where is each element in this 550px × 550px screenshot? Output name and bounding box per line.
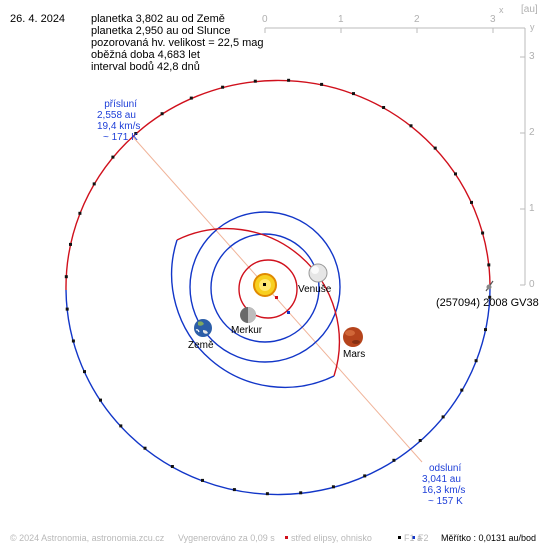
perihelion-speed: 19,4 km/s (97, 121, 141, 132)
mercury-orbit (238, 259, 298, 319)
orbit-point (201, 478, 204, 482)
orbit-point (433, 146, 437, 150)
aphelion-title: odsluní (429, 463, 462, 474)
mars-orbit-red (176, 227, 341, 377)
orbit-point (253, 79, 257, 83)
orbit-point (460, 388, 464, 392)
y-tick-label: 3 (529, 51, 535, 62)
earth-icon (194, 319, 212, 337)
earth-orbit (189, 211, 341, 363)
info-line-magnitude: pozorovaná hv. velikost = 22,5 mag (91, 37, 264, 49)
orbit-point (363, 474, 367, 478)
info-line-period: oběžná doba 4,683 let (91, 49, 200, 61)
orbit-point (170, 465, 174, 468)
orbit-point (299, 491, 303, 495)
asteroid-label: (257094) 2008 GV38 (436, 297, 539, 309)
mercury-label: Merkur (231, 325, 263, 336)
info-line-interval: interval bodů 42,8 dnů (91, 61, 200, 73)
perihelion-distance: 2,558 au (97, 110, 136, 121)
mars-label: Mars (343, 349, 366, 360)
orbit-point (69, 242, 72, 246)
footer-legend-f2: F2 (418, 533, 429, 543)
x-tick-label: 3 (490, 14, 496, 25)
info-line-distance-earth: planetka 3,802 au od Země (91, 13, 225, 25)
date-label: 26. 4. 2024 (10, 13, 66, 25)
legend-red-square (285, 536, 288, 539)
y-tick-label: 0 (529, 279, 535, 290)
aphelion-distance: 3,041 au (422, 474, 461, 485)
orbit-point (320, 82, 324, 86)
venus-orbit (210, 233, 320, 343)
orbit-point (488, 295, 492, 299)
orbit-point (160, 112, 164, 116)
orbit-point (441, 415, 445, 419)
asteroid-icon (485, 280, 494, 292)
footer-copyright[interactable]: © 2024 Astronomia, astronomia.zcu.cz (10, 533, 165, 543)
footer-generated: Vygenerováno za 0,09 s (178, 533, 275, 543)
asteroid-orbit-red (65, 79, 491, 291)
orbit-point (487, 263, 491, 267)
axes (264, 27, 526, 286)
orbit-point (474, 359, 478, 363)
orbit-point (418, 439, 422, 442)
orbit-point (78, 211, 82, 215)
mercury-icon (240, 307, 256, 323)
orbit-point (189, 96, 193, 100)
orbit-point (71, 339, 75, 343)
orbit-point (382, 106, 386, 109)
y-axis-label: y (530, 22, 535, 32)
footer-legend-center: střed elipsy, ohnisko (291, 533, 372, 543)
orbit-point (134, 132, 138, 135)
orbit-point (470, 200, 473, 204)
orbit-point (352, 92, 355, 96)
orbit-point (232, 488, 236, 492)
venus-label: Venuše (298, 284, 332, 295)
orbit-point (392, 458, 396, 462)
orbit-point (111, 155, 115, 159)
perihelion-temp: ~ 171 K (103, 132, 138, 143)
legend-blue-square (412, 536, 415, 539)
orbit-point (454, 172, 457, 176)
info-line-distance-sun: planetka 2,950 au od Slunce (91, 25, 231, 37)
focus-f2-marker (287, 311, 290, 314)
orbit-point (287, 78, 291, 82)
x-axis-label: x (499, 5, 504, 15)
orbit-point (65, 307, 69, 311)
x-tick-label: 1 (338, 14, 344, 25)
mars-orbit-blue (170, 239, 335, 389)
legend-black-square (398, 536, 401, 539)
orbit-point (83, 370, 86, 374)
orbit-points (64, 78, 492, 496)
x-tick-label: 2 (414, 14, 420, 25)
orbit-point (484, 328, 487, 332)
footer-legend-f1: F1 a (404, 533, 423, 543)
aphelion-temp: ~ 157 K (428, 496, 463, 507)
y-tick-label: 1 (529, 203, 535, 214)
axis-unit-label: [au] (521, 4, 538, 15)
asteroid-orbit-blue (65, 284, 491, 496)
orbit-point (409, 124, 413, 128)
orbit-point (119, 424, 123, 428)
venus-icon (308, 263, 328, 283)
sun-icon (253, 273, 277, 297)
orbit-point (99, 398, 102, 402)
perihelion-title: přísluní (104, 99, 137, 110)
orbit-point (481, 231, 485, 235)
orbit-point (221, 85, 225, 89)
aphelion-speed: 16,3 km/s (422, 485, 466, 496)
earth-label: Země (188, 340, 214, 351)
x-tick-label: 0 (262, 14, 268, 25)
ellipse-center-marker (275, 296, 278, 299)
orbit-point (331, 485, 335, 489)
orbit-point (92, 182, 96, 186)
orbit-point (143, 446, 147, 450)
mars-icon (343, 327, 363, 347)
y-tick-label: 2 (529, 127, 535, 138)
apsis-line (132, 136, 423, 463)
orbit-point (265, 492, 269, 496)
orbit-point (64, 275, 68, 279)
footer-scale: Měřítko : 0,0131 au/bod (441, 533, 537, 543)
